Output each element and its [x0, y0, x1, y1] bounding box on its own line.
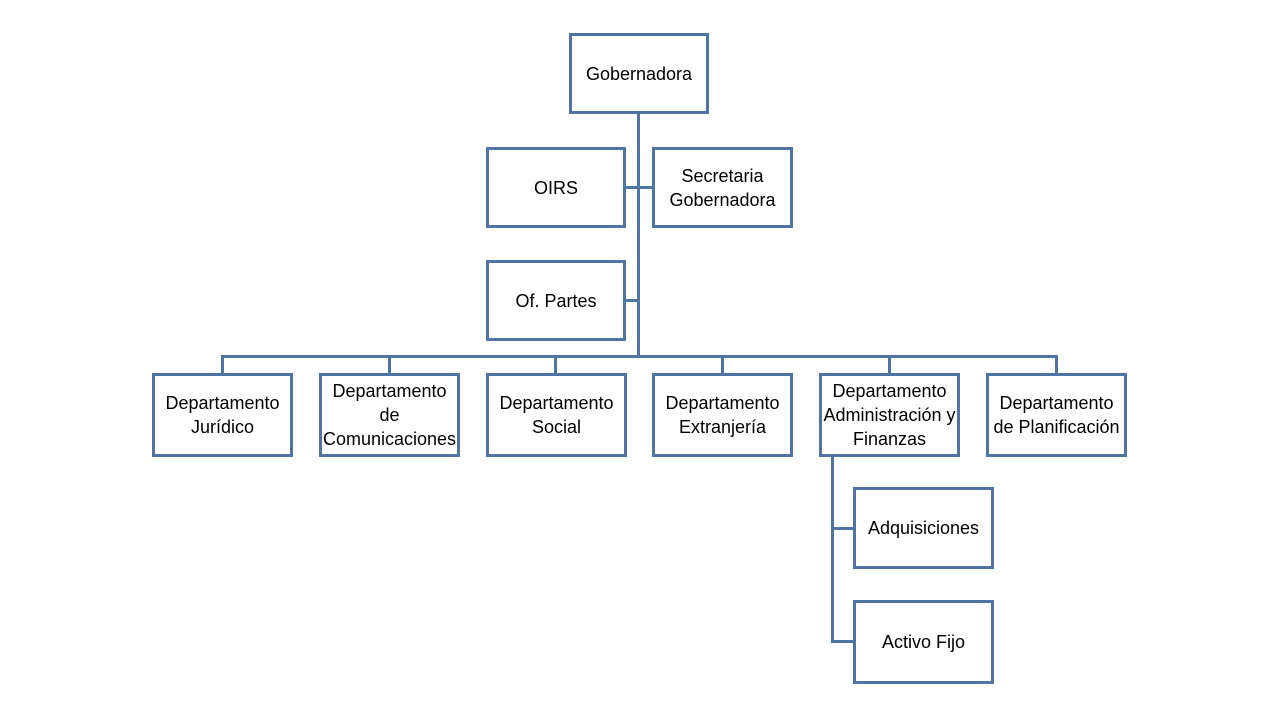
connector-secretaria: [637, 186, 654, 189]
node-departamento-social: Departamento Social: [486, 373, 627, 457]
connector-oirs: [625, 186, 639, 189]
connector-departments-bar: [221, 355, 1057, 358]
connector-extranjeria: [721, 355, 724, 375]
connector-social: [554, 355, 557, 375]
node-departamento-comunicaciones: Departamento de Comunicaciones: [319, 373, 460, 457]
node-departamento-comunicaciones-label: Departamento de Comunicaciones: [322, 381, 457, 449]
connector-administracion: [888, 355, 891, 375]
node-departamento-social-label: Departamento Social: [499, 393, 614, 437]
node-activo-fijo: Activo Fijo: [853, 600, 994, 684]
connector-trunk: [637, 112, 640, 358]
connector-activo-fijo: [831, 640, 855, 643]
node-departamento-extranjeria: Departamento Extranjería: [652, 373, 793, 457]
node-adquisiciones: Adquisiciones: [853, 487, 994, 569]
connector-planificacion: [1055, 355, 1058, 375]
node-departamento-administracion-label: Departamento Administración y Finanzas: [823, 381, 956, 449]
node-oirs-label: OIRS: [533, 177, 578, 198]
connector-of-partes: [625, 299, 639, 302]
node-departamento-planificacion-label: Departamento de Planificación: [993, 393, 1120, 437]
node-departamento-juridico: Departamento Jurídico: [152, 373, 293, 457]
connector-comunicaciones: [388, 355, 391, 375]
node-of-partes-label: Of. Partes: [515, 290, 597, 311]
node-departamento-juridico-label: Departamento Jurídico: [165, 393, 280, 437]
node-departamento-administracion: Departamento Administración y Finanzas: [819, 373, 960, 457]
node-gobernadora: Gobernadora: [569, 33, 709, 114]
node-secretaria-gobernadora-label: Secretaria Gobernadora: [669, 165, 776, 210]
node-departamento-planificacion: Departamento de Planificación: [986, 373, 1127, 457]
node-gobernadora-label: Gobernadora: [585, 63, 693, 84]
node-activo-fijo-label: Activo Fijo: [881, 632, 966, 652]
node-of-partes: Of. Partes: [486, 260, 626, 341]
connector-adquisiciones: [831, 527, 855, 530]
connector-admin-trunk: [831, 455, 834, 643]
node-secretaria-gobernadora: Secretaria Gobernadora: [652, 147, 793, 228]
node-oirs: OIRS: [486, 147, 626, 228]
node-adquisiciones-label: Adquisiciones: [867, 518, 980, 538]
connector-juridico: [221, 355, 224, 375]
node-departamento-extranjeria-label: Departamento Extranjería: [665, 393, 780, 437]
